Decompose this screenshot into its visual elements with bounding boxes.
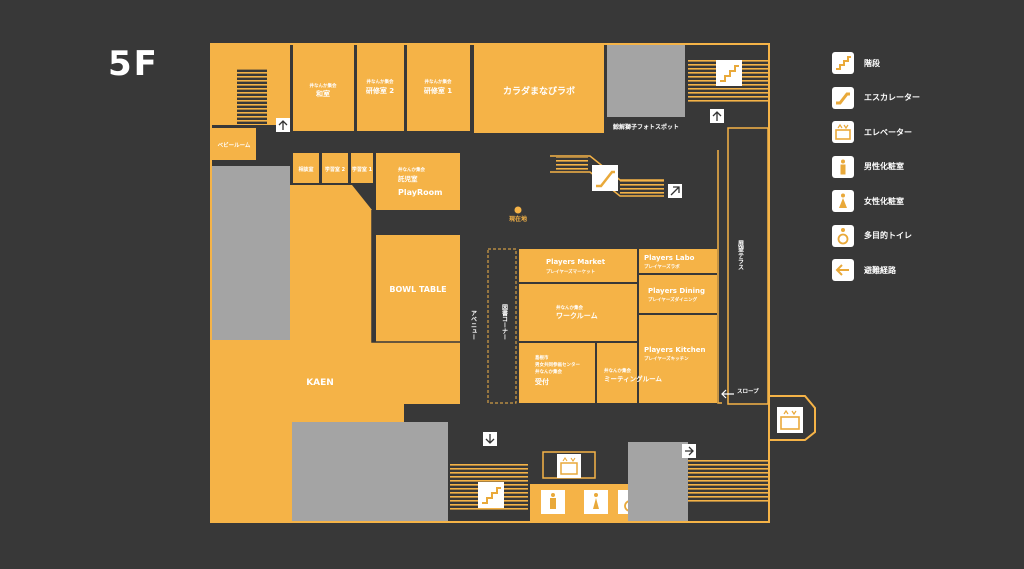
terrace-outline bbox=[727, 127, 769, 405]
label-playroom-note: 井なんか集会 bbox=[398, 166, 425, 173]
room-soudan bbox=[293, 153, 319, 183]
label-library: 図書コーナー bbox=[501, 303, 508, 340]
library-corner bbox=[487, 248, 517, 404]
escalator-icon-center bbox=[592, 165, 618, 191]
room-gakushu1 bbox=[351, 153, 373, 183]
legend-item-escalator: エスカレーター bbox=[832, 81, 1012, 116]
label-work-note: 井なんか集会 bbox=[556, 304, 583, 311]
gray-area-bottomleft bbox=[292, 422, 448, 521]
room-playroom bbox=[376, 153, 460, 210]
label-uketsuke-note3: 井なんか集会 bbox=[535, 368, 562, 375]
label-players-market: Players Market bbox=[546, 258, 606, 266]
label-kenshu2: 研修室 2 bbox=[366, 86, 394, 95]
legend-label-womens-toilet: 女性化粧室 bbox=[864, 196, 904, 206]
evacuation-arrow-icon bbox=[832, 259, 854, 282]
legend-item-accessible-toilet: 多目的トイレ bbox=[832, 219, 1012, 254]
label-meeting: ミーティングルーム bbox=[604, 374, 662, 383]
label-washitsu: 和室 bbox=[315, 89, 330, 98]
label-terrace: 展望テラス bbox=[737, 239, 744, 270]
room-players-labo bbox=[639, 249, 717, 273]
room-kenshu1 bbox=[407, 45, 470, 131]
accessible-toilet-icon bbox=[832, 224, 854, 247]
label-players-dining-jp: プレイヤーズダイニング bbox=[648, 296, 698, 303]
room-gakushu2 bbox=[322, 153, 348, 183]
legend-label-escalator: エスカレーター bbox=[864, 93, 920, 103]
room-washitsu bbox=[293, 45, 354, 131]
stairs-icon bbox=[832, 52, 854, 75]
stairs-bottomright bbox=[688, 460, 768, 502]
label-photo-spot: 鯨解獅子フォトスポット bbox=[612, 123, 679, 131]
label-karada: カラダまなびラボ bbox=[503, 85, 575, 97]
slope-outline bbox=[769, 395, 816, 441]
label-work: ワークルーム bbox=[556, 311, 598, 320]
label-players-kitchen: Players Kitchen bbox=[644, 346, 705, 354]
label-slope: スロープ bbox=[737, 387, 759, 395]
label-bowl-table: BOWL TABLE bbox=[389, 285, 446, 294]
label-players-dining: Players Dining bbox=[648, 287, 705, 295]
label-baby-room: ベビールーム bbox=[218, 141, 251, 149]
room-players-kitchen bbox=[639, 315, 717, 403]
legend-item-mens-toilet: 男性化粧室 bbox=[832, 150, 1012, 185]
room-uketsuke bbox=[519, 343, 595, 403]
elevator-icon bbox=[832, 121, 854, 144]
legend-label-elevator: エレベーター bbox=[864, 127, 912, 137]
legend-label-accessible-toilet: 多目的トイレ bbox=[864, 231, 912, 241]
stairs-topleft bbox=[237, 68, 267, 124]
label-kenshu1: 研修室 1 bbox=[424, 86, 452, 95]
label-gakushu1: 学習室 1 bbox=[352, 166, 373, 173]
building-outline bbox=[210, 43, 770, 523]
room-players-dining bbox=[639, 275, 717, 313]
room-bowl-table bbox=[376, 235, 460, 342]
label-players-labo: Players Labo bbox=[644, 254, 695, 262]
label-washitsu-note: 井なんか集会 bbox=[310, 82, 337, 89]
legend-label-mens-toilet: 男性化粧室 bbox=[864, 162, 904, 172]
label-kenshu1-note: 井なんか集会 bbox=[425, 78, 452, 85]
legend-item-womens-toilet: 女性化粧室 bbox=[832, 184, 1012, 219]
mens-toilet-icon bbox=[832, 155, 854, 178]
label-uketsuke-note1: 島根市 bbox=[535, 354, 549, 361]
label-avenue: アベニュー bbox=[470, 310, 477, 340]
floor-label: 5F bbox=[108, 44, 159, 84]
label-soudan: 相談室 bbox=[298, 166, 313, 173]
label-current-location: 現在地 bbox=[509, 215, 527, 223]
room-karada bbox=[474, 45, 604, 133]
room-players-market bbox=[519, 249, 637, 282]
legend-item-elevator: エレベーター bbox=[832, 115, 1012, 150]
label-players-kitchen-jp: プレイヤーズキッチン bbox=[644, 355, 689, 362]
gray-area-bottomright bbox=[628, 442, 688, 521]
room-work bbox=[519, 284, 637, 341]
legend-item-evacuation: 避難経路 bbox=[832, 253, 1012, 288]
photo-spot-area bbox=[607, 45, 685, 117]
label-players-market-jp: プレイヤーズマーケット bbox=[546, 268, 595, 275]
room-meeting bbox=[597, 343, 637, 403]
label-kenshu2-note: 井なんか集会 bbox=[367, 78, 394, 85]
legend-label-stairs: 階段 bbox=[864, 58, 880, 68]
room-baby bbox=[212, 128, 256, 160]
label-uketsuke-note2: 男女共同参画センター bbox=[535, 361, 580, 368]
label-playroom: PlayRoom bbox=[398, 188, 442, 197]
label-meeting-note: 井なんか集会 bbox=[604, 367, 631, 374]
slope-arrow-icon bbox=[721, 389, 734, 399]
label-kaen: KAEN bbox=[306, 378, 334, 388]
gray-area-left bbox=[212, 166, 290, 340]
label-playroom-jp: 託児室 bbox=[398, 174, 418, 183]
label-gakushu2: 学習室 2 bbox=[325, 166, 346, 173]
room-kenshu2 bbox=[357, 45, 404, 131]
label-players-labo-jp: プレイヤーズラボ bbox=[644, 263, 680, 270]
label-uketsuke: 受付 bbox=[535, 377, 549, 386]
womens-toilet-icon bbox=[832, 190, 854, 213]
escalator-icon bbox=[832, 86, 854, 109]
current-location-marker bbox=[514, 206, 522, 214]
legend-item-stairs: 階段 bbox=[832, 46, 1012, 81]
legend-label-evacuation: 避難経路 bbox=[864, 265, 896, 275]
map-legend: 階段 エスカレーター エレベーター 男性化粧室 女性化粧室 多目的トイレ 避 bbox=[832, 46, 1012, 288]
